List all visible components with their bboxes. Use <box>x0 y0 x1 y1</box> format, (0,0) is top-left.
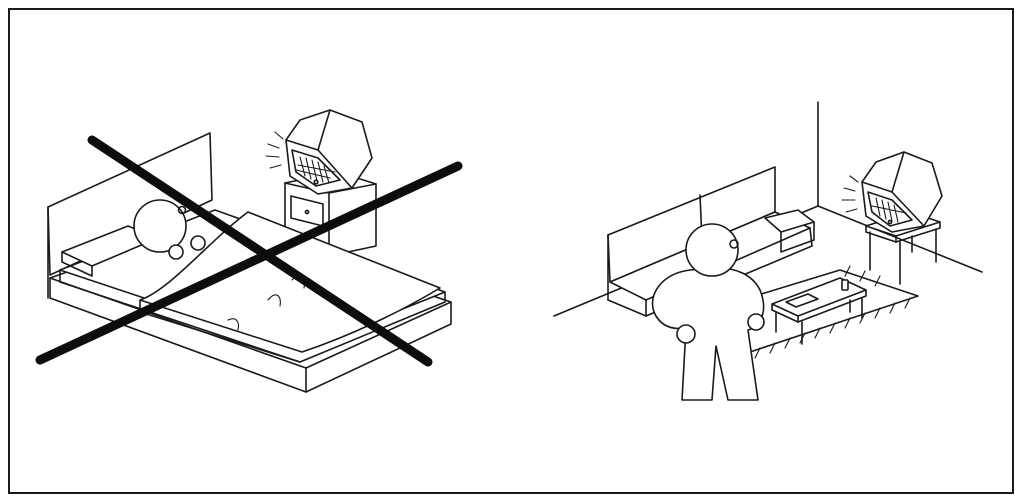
bedroom-scene <box>35 109 463 393</box>
person-standing-icon <box>651 223 765 401</box>
living-room-scene <box>553 101 983 401</box>
person-sleeping-icon <box>133 199 206 260</box>
cross-out-icon <box>35 135 463 367</box>
air-purifier-icon <box>841 151 943 233</box>
coffee-table-icon <box>771 277 867 345</box>
air-purifier-icon <box>265 109 373 195</box>
